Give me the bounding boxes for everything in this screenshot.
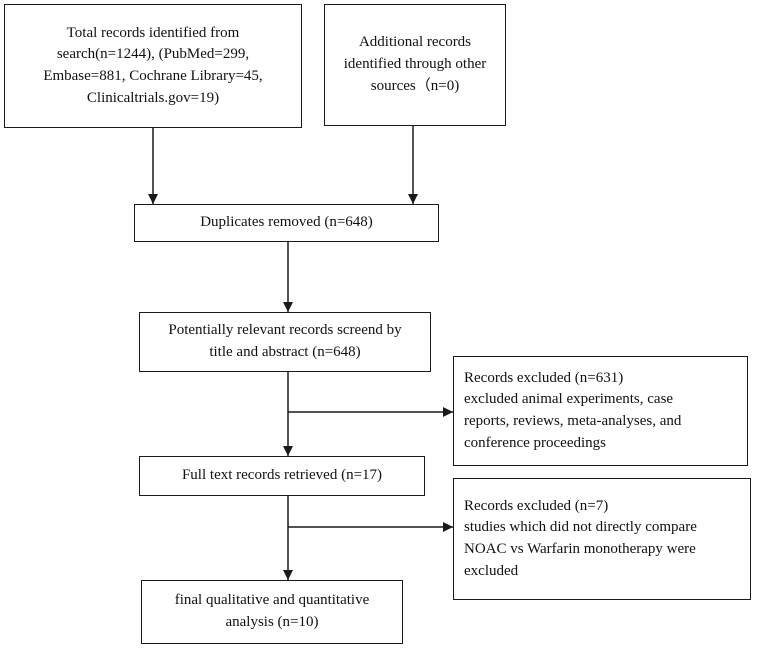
fulltext-retrieved-box: Full text records retrieved (n=17): [139, 456, 425, 496]
excluded-fulltext-line: Records excluded (n=7): [464, 497, 609, 514]
excluded-screening-line: reports, reviews, meta-analyses, and: [464, 413, 682, 429]
excluded-fulltext-line: NOAC vs Warfarin monotherapy were: [464, 541, 696, 557]
excluded-screening-line: excluded animal experiments, case: [464, 391, 674, 408]
identification-line: Clinicaltrials.gov=19): [86, 89, 220, 106]
excluded-screening-line: Records excluded (n=631): [464, 369, 624, 386]
identification-box: Total records identified from search(n=1…: [4, 4, 302, 128]
final-line: analysis (n=10): [225, 614, 319, 630]
final-analysis-box: final qualitative and quantitative analy…: [141, 580, 403, 644]
final-line: final qualitative and quantitative: [174, 592, 370, 609]
screening-line: Potentially relevant records screend by: [168, 322, 402, 339]
identification-line: search(n=1244), (PubMed=299,: [56, 46, 250, 63]
excluded-screening-line: conference proceedings: [464, 434, 607, 451]
screening-line: title and abstract (n=648): [209, 344, 361, 360]
screening-box: Potentially relevant records screend by …: [139, 312, 431, 372]
identification-line: Embase=881, Cochrane Library=45,: [43, 68, 263, 84]
excluded-fulltext-box: Records excluded (n=7) studies which did…: [453, 478, 751, 600]
fulltext-line: Full text records retrieved (n=17): [181, 467, 383, 484]
additional-line: sources（n=0): [370, 77, 460, 94]
duplicates-line: Duplicates removed (n=648): [200, 214, 373, 231]
additional-records-box: Additional records identified through ot…: [324, 4, 506, 126]
duplicates-removed-box: Duplicates removed (n=648): [134, 204, 439, 242]
excluded-fulltext-line: studies which did not directly compare: [464, 519, 697, 536]
additional-line: identified through other: [343, 56, 487, 73]
additional-line: Additional records: [358, 34, 472, 51]
identification-line: Total records identified from: [66, 24, 240, 41]
excluded-fulltext-line: excluded: [464, 562, 519, 579]
excluded-screening-box: Records excluded (n=631) excluded animal…: [453, 356, 748, 466]
